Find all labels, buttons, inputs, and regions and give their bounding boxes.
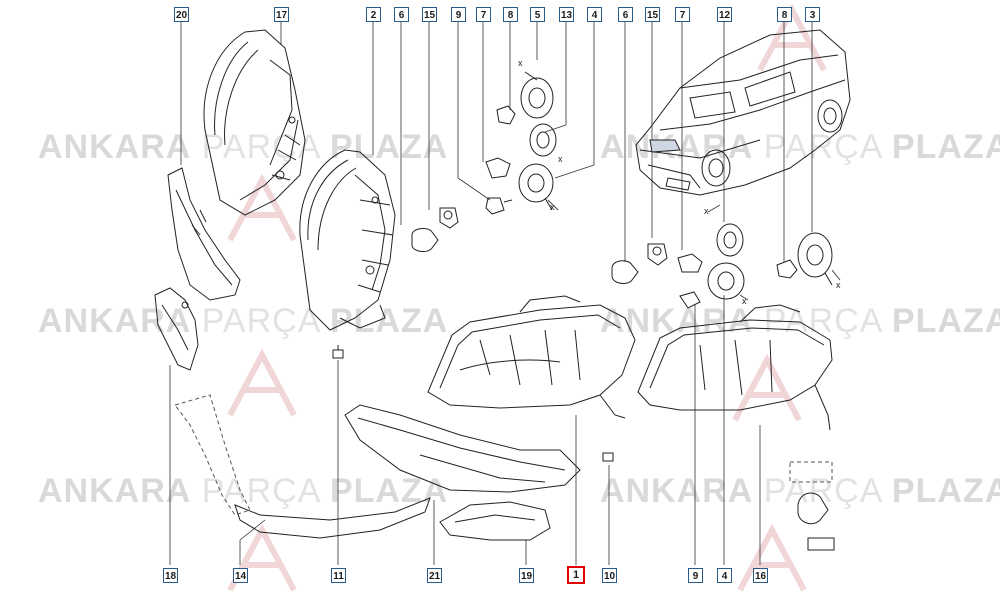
callout-13[interactable]: 13	[559, 7, 574, 22]
bulb-9-left	[485, 197, 513, 215]
x-mark-1: x	[518, 58, 523, 68]
callout-4-left[interactable]: 4	[587, 7, 602, 22]
callout-15-right[interactable]: 15	[645, 7, 660, 22]
x-mark-5: x	[836, 280, 841, 290]
headlamp-assembly-1	[427, 295, 636, 419]
callout-17[interactable]: 17	[274, 7, 289, 22]
callout-15-left[interactable]: 15	[422, 7, 437, 22]
cap-13	[529, 123, 557, 157]
watermark-row-1: ANKARA PARÇA PLAZA	[38, 128, 449, 166]
callout-14[interactable]: 14	[233, 568, 248, 583]
callout-8-right[interactable]: 8	[777, 7, 792, 22]
callout-19[interactable]: 19	[519, 568, 534, 583]
callout-9-right[interactable]: 9	[688, 568, 703, 583]
callout-2[interactable]: 2	[366, 7, 381, 22]
x-mark-4: x	[704, 206, 709, 216]
callout-18[interactable]: 18	[163, 568, 178, 583]
cap-4-left	[518, 163, 554, 211]
callout-7-right[interactable]: 7	[675, 7, 690, 22]
bumper-outline	[174, 394, 833, 516]
leader-lines	[169, 22, 813, 565]
cap-3	[797, 232, 833, 286]
bracket-18	[154, 287, 199, 371]
x-mark-3: x	[550, 202, 555, 212]
cap-arrows	[547, 199, 841, 301]
trim-strip-21	[344, 404, 581, 493]
cap-5	[520, 71, 554, 119]
callout-6-left[interactable]: 6	[394, 7, 409, 22]
x-mark-6: x	[742, 296, 747, 306]
callout-8-left[interactable]: 8	[503, 7, 518, 22]
bulb-6-right	[611, 260, 639, 284]
callout-6-right[interactable]: 6	[618, 7, 633, 22]
callout-12[interactable]: 12	[717, 7, 732, 22]
callout-1-highlighted[interactable]: 1	[567, 566, 585, 584]
bracket-20	[167, 167, 241, 301]
watermark-row-3b: ANKARA PARÇA PLAZA	[600, 472, 1000, 510]
headlamp-housing-rear-17	[203, 29, 306, 216]
callout-11[interactable]: 11	[331, 568, 346, 583]
screw-11	[332, 345, 344, 359]
socket-15-left	[439, 207, 459, 229]
watermark-logo-icon	[227, 3, 827, 592]
bulb-7-left	[485, 157, 511, 179]
callout-10[interactable]: 10	[602, 568, 617, 583]
headlamp-housing-rear-2	[299, 149, 396, 331]
callout-9-left[interactable]: 9	[451, 7, 466, 22]
bulb-7-right	[677, 253, 703, 273]
bulb-6-left	[411, 227, 439, 253]
callout-4-right[interactable]: 4	[717, 568, 732, 583]
trim-strip-14	[234, 497, 431, 539]
bulb-8-left	[496, 105, 516, 125]
headlamp-assembly-16	[637, 304, 833, 431]
callout-5[interactable]: 5	[530, 7, 545, 22]
x-mark-2: x	[558, 154, 563, 164]
car-illustration	[635, 29, 851, 196]
bulb-detail	[797, 492, 835, 551]
cap-4-right	[707, 262, 745, 300]
bulb-9-right	[679, 291, 701, 309]
callout-16[interactable]: 16	[753, 568, 768, 583]
callout-20[interactable]: 20	[174, 7, 189, 22]
callout-21[interactable]: 21	[427, 568, 442, 583]
screw-10	[602, 452, 614, 462]
callout-3[interactable]: 3	[805, 7, 820, 22]
cap-12	[716, 223, 744, 257]
socket-15-right	[647, 243, 668, 266]
bulb-8-right	[776, 259, 798, 279]
callout-7-left[interactable]: 7	[476, 7, 491, 22]
drl-lamp-19	[439, 501, 551, 541]
